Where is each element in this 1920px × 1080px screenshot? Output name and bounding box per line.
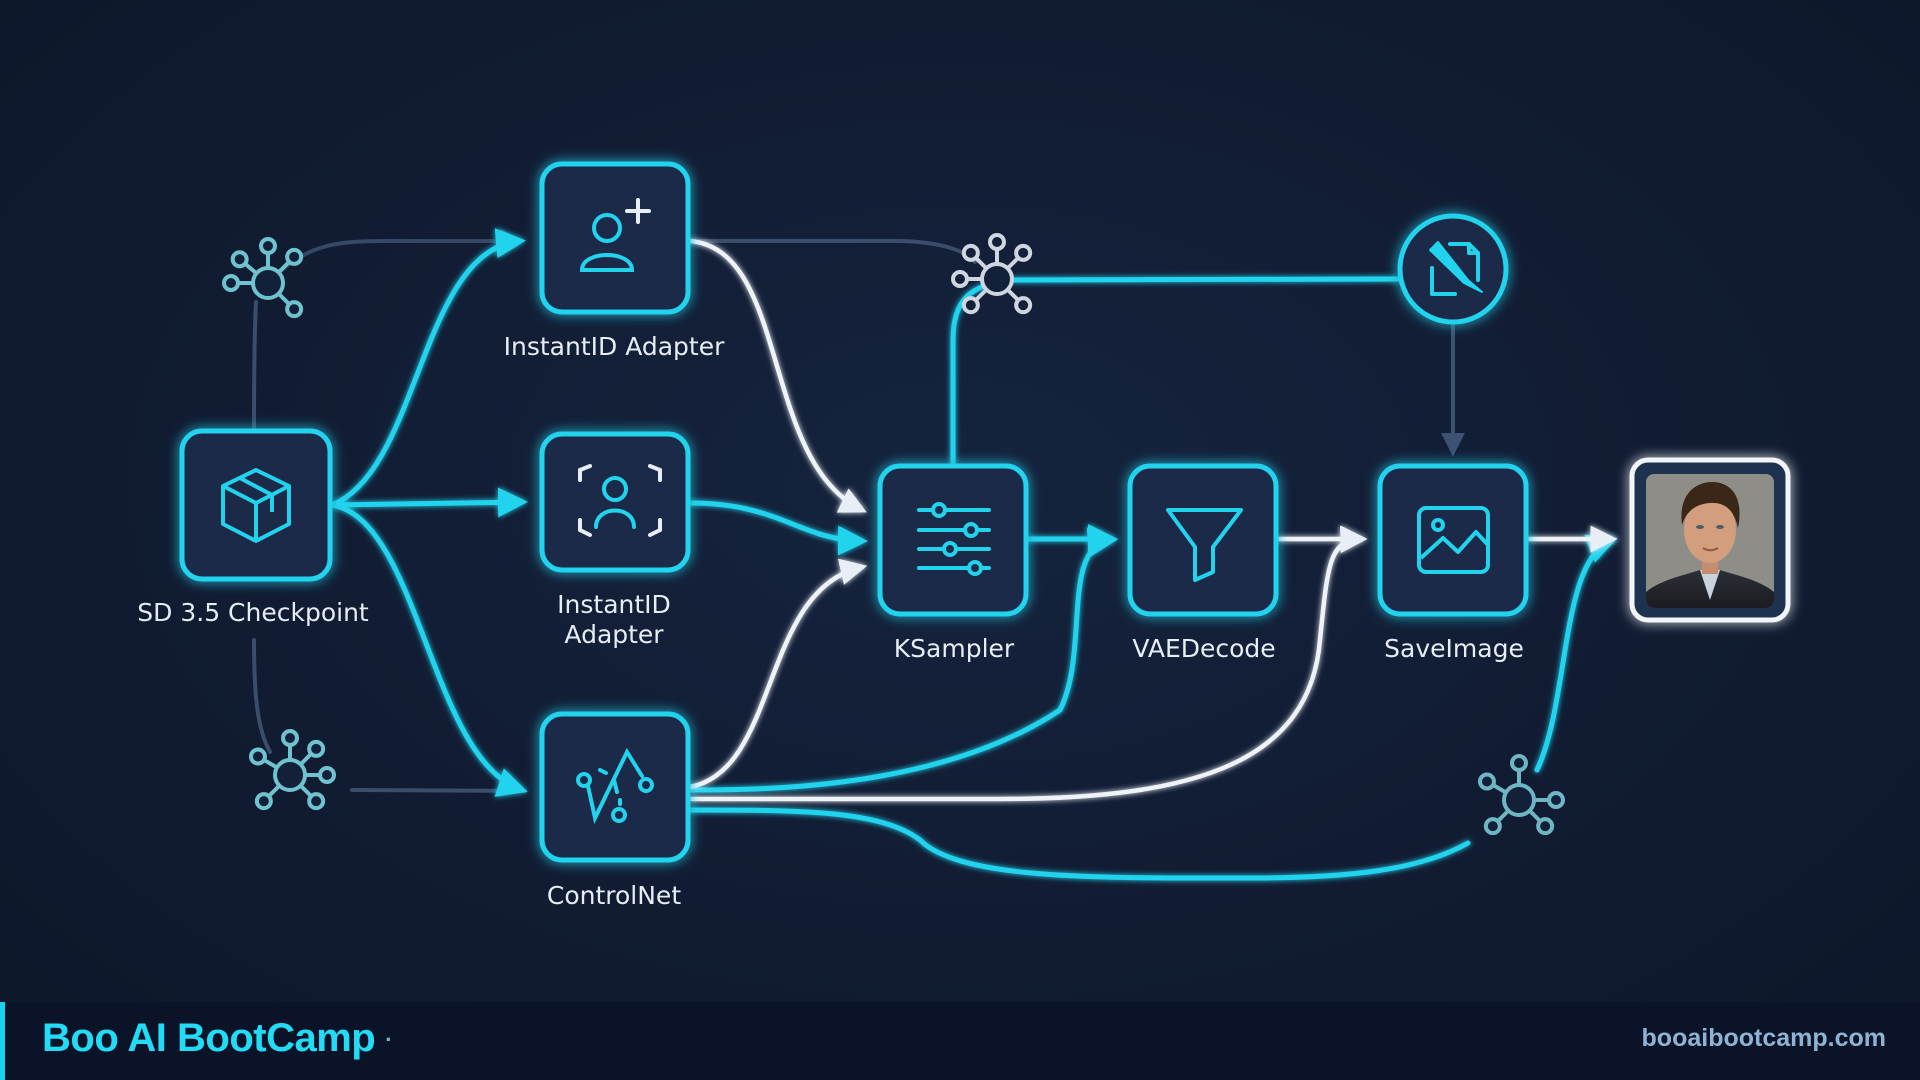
label-instantid1: InstantID Adapter <box>503 332 725 361</box>
edge-checkpoint-to-controlnet <box>329 502 528 797</box>
label-checkpoint: SD 3.5 Checkpoint <box>137 598 369 627</box>
brand-text: Boo AI BootCamp <box>42 1016 376 1060</box>
edge-checkpoint-to-instantid1 <box>329 228 526 508</box>
user-plus-icon <box>579 198 651 272</box>
edge-checkpoint-to-hub2 <box>252 638 272 754</box>
edge-checkpoint-to-instantid2 <box>329 487 528 518</box>
image-icon <box>1417 506 1490 574</box>
face-scan-icon <box>578 464 662 537</box>
workflow-diagram <box>179 161 1791 881</box>
portrait-output-image <box>1646 474 1774 608</box>
hub-icon-bottom-right <box>1477 754 1565 836</box>
label-vaedecode: VAEDecode <box>1132 634 1276 663</box>
hub-icons <box>222 233 1565 836</box>
edge-controlnet-to-saveimage <box>687 526 1368 802</box>
brand-name: Boo AI BootCamp · <box>42 1016 393 1061</box>
edge-controlnet-to-vaedecode <box>687 527 1118 793</box>
label-saveimage: SaveImage <box>1384 634 1524 663</box>
package-box-icon <box>221 468 291 543</box>
node-ksampler[interactable] <box>877 463 1029 617</box>
label-ksampler: KSampler <box>893 634 1015 663</box>
edge-controlnet-to-output <box>687 807 1471 881</box>
edge-instantid1-to-ksampler <box>687 238 867 513</box>
hub-icon-bottom-left <box>248 729 336 811</box>
footer-accent-bar <box>0 1002 5 1080</box>
hub-icon-top-left <box>222 237 304 319</box>
sliders-icon <box>917 502 991 576</box>
edge-hub4-to-output <box>1534 534 1618 773</box>
edge-hub-to-checkpoint <box>252 300 258 432</box>
white-edges <box>687 238 1618 802</box>
node-saveimage[interactable] <box>1377 463 1529 617</box>
pose-skeleton-icon <box>576 747 654 825</box>
node-vaedecode[interactable] <box>1127 463 1279 617</box>
edge-hub2-to-controlnet <box>350 788 527 793</box>
edit-document-icon <box>1429 241 1483 296</box>
edge-instantid2-to-ksampler <box>687 500 868 556</box>
website-link[interactable]: booaibootcamp.com <box>1641 1024 1886 1052</box>
label-controlnet: ControlNet <box>546 881 682 910</box>
footer-bar: Boo AI BootCamp · booaibootcamp.com <box>0 1002 1920 1080</box>
label-instantid2: InstantID Adapter <box>557 590 671 649</box>
edge-controlnet-to-ksampler <box>687 558 868 790</box>
edge-instantid1-to-hub3 <box>688 239 977 264</box>
funnel-icon <box>1166 508 1243 582</box>
hub-icon-top-center <box>951 233 1033 315</box>
brand-dot: · <box>385 1027 393 1053</box>
